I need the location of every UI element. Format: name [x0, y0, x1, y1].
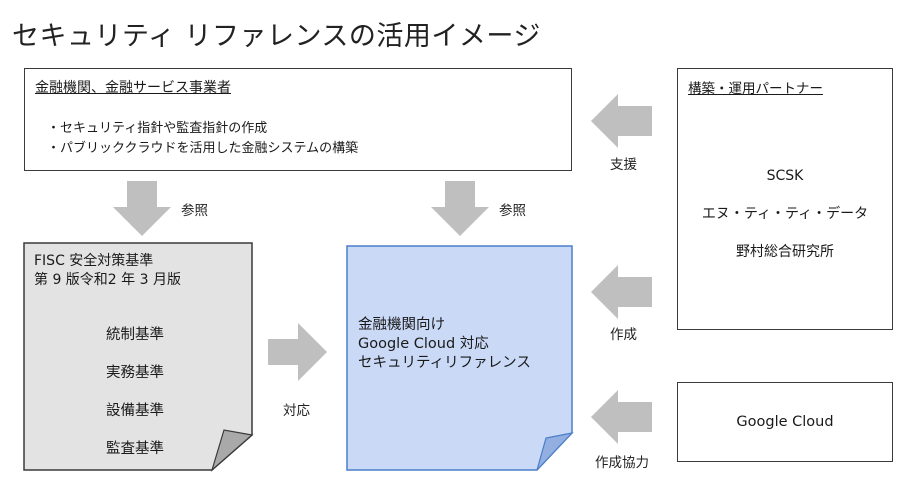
fisc-item: 統制基準 [106, 327, 164, 343]
google-cloud-box: Google Cloud [677, 382, 893, 462]
finance-box-bullets: ・セキュリティ指針や監査指針の作成 ・パブリッククラウドを活用した金融システムの… [47, 119, 358, 159]
label-create: 作成 [610, 327, 637, 343]
label-ref-left: 参照 [181, 203, 208, 219]
finance-bullet: ・パブリッククラウドを活用した金融システムの構築 [47, 141, 359, 156]
fisc-item: 監査基準 [106, 441, 164, 457]
label-create-coop: 作成協力 [595, 455, 649, 471]
google-cloud-label: Google Cloud [736, 414, 834, 430]
reference-line: 金融機関向け [358, 317, 445, 333]
arrow-left-support [591, 94, 652, 148]
finance-box-heading: 金融機関、金融サービス事業者 [35, 80, 231, 96]
arrow-right-correspond [268, 323, 327, 381]
fisc-items: 統制基準 実務基準 設備基準 監査基準 [0, 316, 270, 468]
fisc-item: 設備基準 [106, 403, 164, 419]
partner-name: エヌ・ティ・ティ・データ [701, 206, 869, 222]
arrow-left-create [591, 265, 652, 319]
reference-line: セキュリティリファレンス [358, 355, 531, 371]
partner-name: 野村総合研究所 [736, 244, 834, 260]
reference-line: Google Cloud 対応 [358, 336, 489, 352]
page-title: セキュリティ リファレンスの活用イメージ [12, 21, 541, 52]
label-correspond: 対応 [283, 403, 310, 419]
fisc-item: 実務基準 [106, 365, 164, 381]
fisc-document-fold [210, 429, 254, 472]
fisc-heading-line: FISC 安全対策基準 [34, 253, 154, 269]
arrow-down-right [431, 181, 489, 236]
reference-document-text: 金融機関向け Google Cloud 対応 セキュリティリファレンス [358, 316, 531, 373]
label-support: 支援 [610, 157, 637, 173]
partner-name: SCSK [766, 168, 804, 184]
finance-bullet: ・セキュリティ指針や監査指針の作成 [47, 121, 268, 136]
partners-box-heading: 構築・運用パートナー [688, 81, 823, 97]
partners-box: 構築・運用パートナー SCSK エヌ・ティ・ティ・データ 野村総合研究所 [677, 68, 893, 330]
label-ref-right: 参照 [499, 203, 526, 219]
partners-list: SCSK エヌ・ティ・ティ・データ 野村総合研究所 [678, 157, 892, 271]
arrow-down-left [113, 181, 171, 236]
finance-institutions-box: 金融機関、金融サービス事業者 ・セキュリティ指針や監査指針の作成 ・パブリックク… [24, 68, 572, 171]
fisc-heading-line: 第 9 版令和2 年 3 月版 [34, 272, 181, 288]
reference-document-fold [536, 432, 574, 471]
fisc-heading: FISC 安全対策基準 第 9 版令和2 年 3 月版 [34, 252, 181, 290]
arrow-left-create-coop [591, 390, 652, 444]
